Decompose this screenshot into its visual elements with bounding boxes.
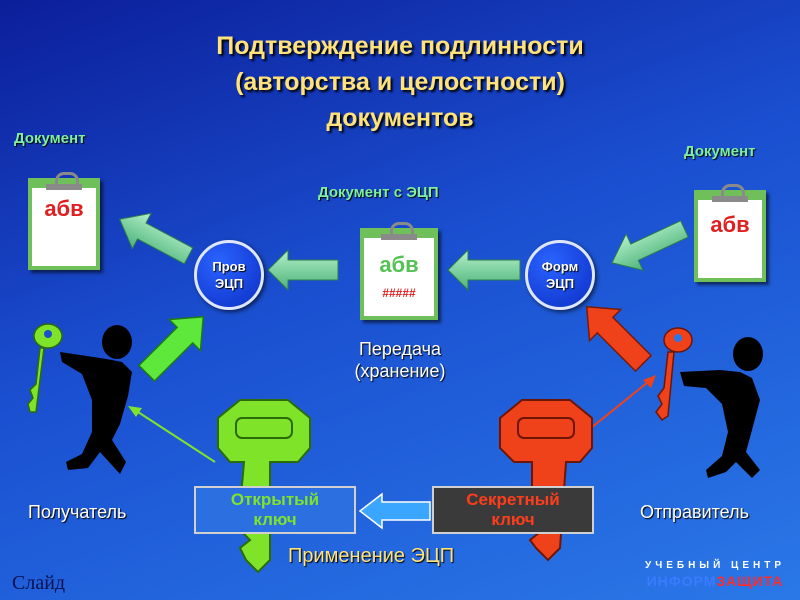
verify-signature-node: Пров ЭЦП <box>194 240 264 310</box>
doc-left-clipboard-icon: абв <box>28 172 100 270</box>
receiver-label: Получатель <box>28 502 127 522</box>
doc-right-label: Документ <box>684 143 756 160</box>
title-line-1: Подтверждение подлинности <box>216 32 584 60</box>
public-key-line-2: ключ <box>253 510 297 529</box>
secret-key-box: Секретный ключ <box>432 486 594 534</box>
arrow-icon <box>137 315 205 383</box>
secret-key-icon <box>499 399 593 562</box>
clip-ring <box>712 184 748 202</box>
usage-label: Применение ЭЦП <box>288 545 455 567</box>
signature-marks: ##### <box>382 286 416 300</box>
title-line-2: (авторства и целостности) <box>235 68 565 96</box>
arrow-icon <box>128 406 216 463</box>
arrow-icon <box>447 248 521 292</box>
doc-right-clipboard-icon: абв <box>694 184 766 282</box>
transfer-line-1: Передача <box>358 339 442 359</box>
sender-key-icon <box>655 327 693 422</box>
brand-line-1: УЧЕБНЫЙ ЦЕНТР <box>644 560 786 571</box>
arrow-icon <box>267 248 339 292</box>
brand-logo: УЧЕБНЫЙ ЦЕНТР ИНФОРМЗАЩИТА <box>640 560 790 589</box>
clip-ring <box>381 222 417 240</box>
arrow-icon <box>585 305 653 373</box>
doc-left-label: Документ <box>14 130 86 147</box>
public-key-line-1: Открытый <box>230 490 320 509</box>
arrow-icon <box>118 212 194 265</box>
doc-center-clipboard-icon: абв ##### <box>360 222 438 320</box>
form-line-1: Форм <box>541 259 579 274</box>
verify-line-1: Пров <box>212 259 246 274</box>
secret-key-line-1: Секретный <box>466 490 560 509</box>
sender-label: Отправитель <box>640 502 749 522</box>
receiver-person-icon <box>60 325 132 474</box>
slide-label: Слайд <box>12 572 66 594</box>
doc-center-label: Документ с ЭЦП <box>318 184 439 201</box>
doc-left-text: абв <box>44 196 84 221</box>
secret-key-line-2: ключ <box>491 510 535 529</box>
transfer-label: Передача (хранение) <box>330 338 470 382</box>
brand-part-2: ЗАЩИТА <box>716 573 784 589</box>
brand-part-1: ИНФОРМ <box>646 573 717 589</box>
public-key-box: Открытый ключ <box>194 486 356 534</box>
page-title: Подтверждение подлинности (авторства и ц… <box>0 28 800 136</box>
verify-line-2: ЭЦП <box>214 276 244 291</box>
doc-right-text: абв <box>710 212 750 237</box>
form-signature-node: Форм ЭЦП <box>525 240 595 310</box>
title-line-3: документов <box>326 104 474 132</box>
form-line-2: ЭЦП <box>545 276 575 291</box>
brand-line-2: ИНФОРМЗАЩИТА <box>640 573 790 589</box>
transfer-line-2: (хранение) <box>354 361 446 381</box>
arrow-icon <box>358 492 431 530</box>
arrow-icon <box>585 375 656 433</box>
arrow-icon <box>611 220 689 272</box>
receiver-key-icon <box>27 323 63 413</box>
sender-person-icon <box>680 337 763 478</box>
doc-center-text: абв <box>379 252 419 277</box>
clip-ring <box>46 172 82 190</box>
